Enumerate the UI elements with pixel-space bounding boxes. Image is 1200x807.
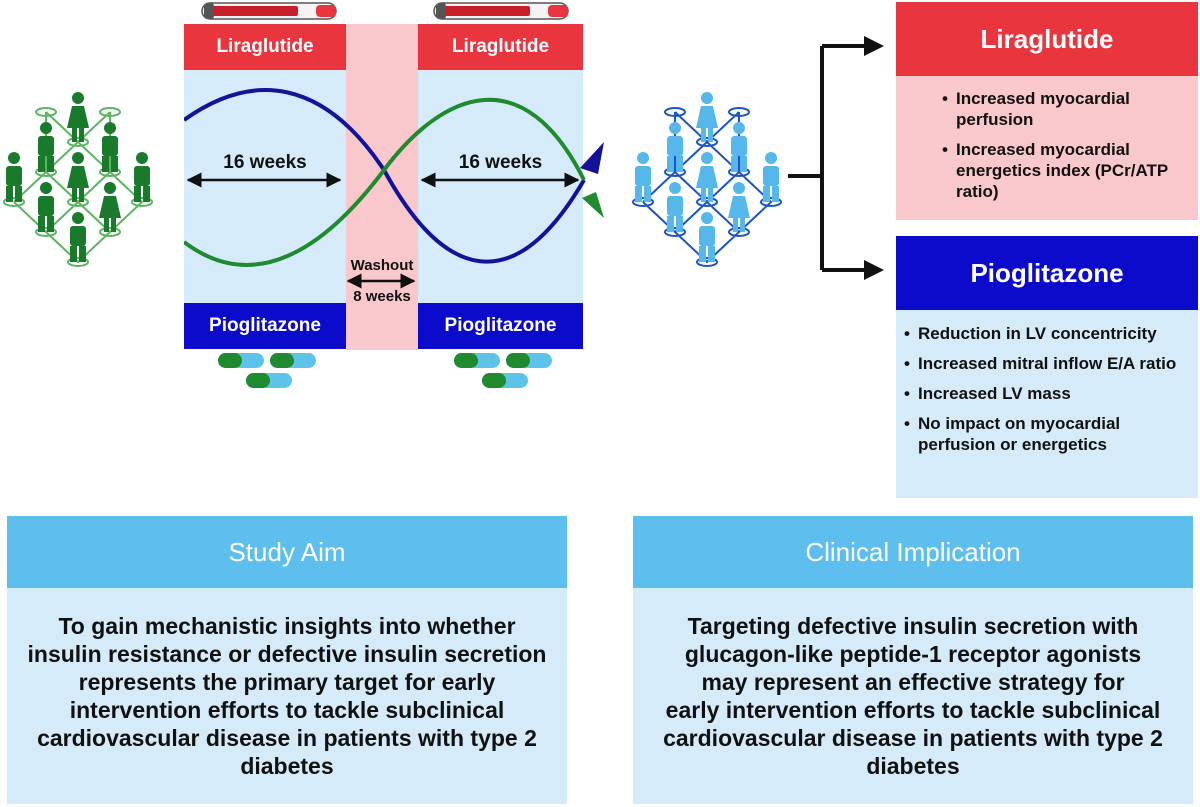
pioglitazone-outcome-list: Reduction in LV concentricity Increased … [904,323,1186,455]
list-item: No impact on myocardial perfusion or ene… [904,413,1186,455]
study-aim-title: Study Aim [228,536,346,567]
period1-duration-label: 16 weeks [223,152,307,173]
liraglutide-outcome-title: Liraglutide [980,23,1114,54]
liraglutide-outcome-header: Liraglutide [896,2,1198,76]
period1-background [184,70,346,306]
list-item: Increased myocardial energetics index (P… [942,139,1182,202]
clinical-implication-line: diabetes [866,753,960,779]
clinical-implication-line: cardiovascular disease in patients with … [663,725,1163,751]
period2-duration-label: 16 weeks [458,152,543,173]
pre-trial-cohort-icon [3,92,153,267]
list-item: Increased myocardial perfusion [942,88,1182,130]
injection-vial-icon [201,2,337,20]
clinical-implication-line: Targeting defective insulin secretion wi… [687,613,1139,639]
washout-duration-label: 8 weeks [353,288,411,305]
liraglutide-outcome-list: Increased myocardial perfusion Increased… [942,88,1182,202]
period2-background [418,70,583,306]
list-item: Reduction in LV concentricity [904,323,1186,344]
list-item: Increased LV mass [904,383,1186,404]
clinical-implication-header: Clinical Implication [633,516,1193,588]
crossover-curves [184,88,604,289]
post-trial-cohort-icon [632,92,782,267]
washout-background [346,24,418,350]
clinical-implication-title: Clinical Implication [805,536,1021,567]
capsule-pill-icon [218,353,316,388]
study-aim-line: insulin resistance or defective insulin … [27,641,547,667]
clinical-implication-body: Targeting defective insulin secretion wi… [633,588,1193,804]
pioglitazone-outcome-header: Pioglitazone [896,236,1198,310]
study-aim-header: Study Aim [7,516,567,588]
period2-liraglutide-bar: Liraglutide [418,24,583,70]
pioglitazone-curve-arrowhead [580,142,604,174]
study-aim-line: cardiovascular disease in patients with … [37,725,537,751]
clinical-implication-line: glucagon-like peptide-1 receptor agonist… [684,641,1142,667]
pioglitazone-outcome-title: Pioglitazone [970,257,1124,288]
clinical-implication-line: may represent an effective strategy for [701,669,1125,695]
capsule-pill-icon [454,353,552,388]
study-aim-line: diabetes [240,753,334,779]
period2-pioglitazone-label: Pioglitazone [444,315,557,336]
liraglutide-outcome-body: Increased myocardial perfusion Increased… [896,76,1198,220]
study-aim-line: represents the primary target for early [78,669,496,695]
clinical-implication-line: early intervention efforts to tackle sub… [665,697,1161,723]
study-aim-line: intervention efforts to tackle subclinic… [69,697,505,723]
period2-pioglitazone-bar: Pioglitazone [418,303,583,349]
period1-liraglutide-label: Liraglutide [216,36,314,57]
clinical-implication-text: Targeting defective insulin secretion wi… [663,612,1163,780]
pioglitazone-curve [184,88,586,264]
period1-liraglutide-bar: Liraglutide [184,24,346,70]
liraglutide-curve [184,98,586,267]
period1-pioglitazone-label: Pioglitazone [209,315,321,336]
study-aim-body: To gain mechanistic insights into whethe… [7,588,567,804]
period1-pioglitazone-bar: Pioglitazone [184,303,346,349]
washout-label: Washout [350,257,414,274]
injection-vial-icon [433,2,569,20]
pioglitazone-outcome-body: Reduction in LV concentricity Increased … [896,310,1198,498]
outcome-branch-arrows [788,36,884,280]
liraglutide-curve-arrowhead [582,192,604,218]
list-item: Increased mitral inflow E/A ratio [904,353,1186,374]
period2-liraglutide-label: Liraglutide [451,36,550,57]
study-aim-line: To gain mechanistic insights into whethe… [58,613,516,639]
study-aim-text: To gain mechanistic insights into whethe… [28,612,547,780]
